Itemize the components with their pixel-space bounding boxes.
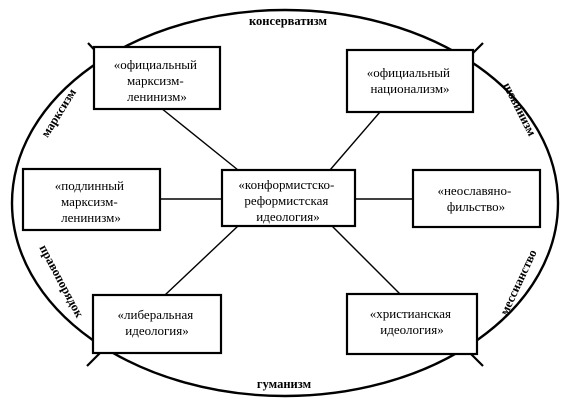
connector-bottom-right (331, 225, 401, 295)
connector-top-right (329, 111, 381, 171)
connectors (160, 107, 413, 296)
connector-bottom-left (164, 225, 239, 296)
box-bottom-left-text: «либеральная идеология» (118, 307, 197, 338)
box-center-text: «конформистско- реформистская идеология» (238, 177, 337, 224)
ring-label-top: консерватизм (249, 14, 328, 28)
ring-label-bottom: гуманизм (257, 377, 312, 391)
box-top-left-text: «официальный марксизм- ленинизм» (114, 57, 201, 104)
box-bottom-left: «либеральная идеология» (91, 293, 223, 355)
outer-ellipse (10, 8, 560, 398)
ring-label-upper-right: шовинизм (500, 80, 539, 139)
box-bottom-right: «христианская идеология» (345, 292, 479, 356)
box-mid-left: «подлинный марксизм- ленинизм» (21, 167, 162, 232)
box-center: «конформистско- реформистская идеология» (220, 168, 357, 228)
ring-label-lower-left: правопорядок (37, 242, 87, 320)
box-mid-right-text: «неославяно- фильство» (437, 183, 514, 214)
box-mid-right: «неославяно- фильство» (411, 168, 542, 229)
box-mid-left-text: «подлинный марксизм- ленинизм» (55, 178, 128, 225)
box-top-right-text: «официальный национализм» (367, 65, 454, 96)
box-top-right: «официальный национализм» (345, 48, 475, 114)
box-top-left: «официальный марксизм- ленинизм» (92, 45, 222, 111)
box-bottom-right-text: «христианская идеология» (370, 306, 454, 337)
connector-top-left (160, 107, 239, 171)
